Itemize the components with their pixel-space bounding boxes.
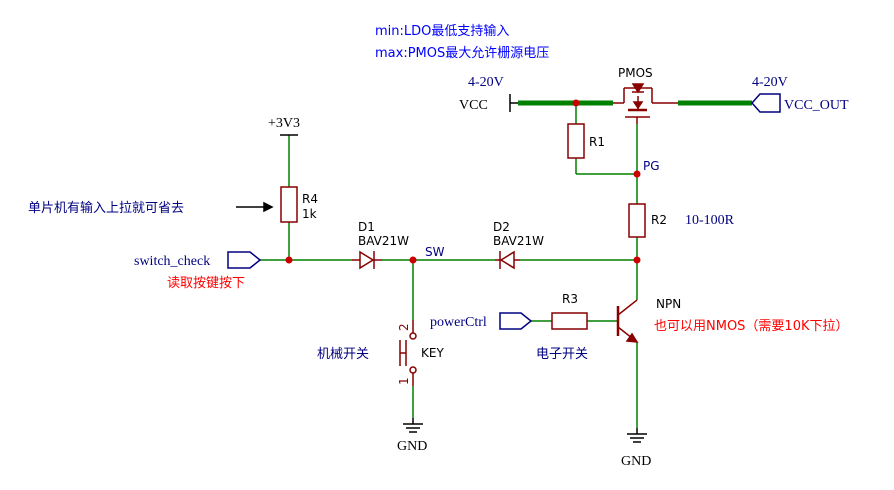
r4-body: [280, 186, 298, 223]
junction-npn-collector: [633, 256, 641, 264]
vcc-out-label: VCC_OUT: [784, 98, 849, 113]
note-min: min:LDO最低支持输入: [375, 23, 509, 39]
sw-net-label: SW: [425, 245, 445, 259]
nmos-alt-note: 也可以用NMOS（需要10K下拉）: [654, 319, 849, 334]
note-max: max:PMOS最大允许栅源电压: [375, 45, 549, 61]
r3-body: [551, 312, 588, 330]
mcu-pullup-note: 单片机有输入上拉就可省去: [28, 200, 184, 216]
vcc-input-symbol: [509, 94, 518, 112]
switch-check-label: switch_check: [134, 254, 210, 269]
r4-value: 1k: [302, 207, 317, 221]
pullup-arrow: [236, 201, 274, 213]
gnd-right-label: GND: [621, 454, 651, 469]
junction-vcc-r1: [572, 99, 580, 107]
ground-left-symbol: [403, 418, 423, 433]
r4-label: R4: [302, 192, 318, 206]
read-key-note: 读取按键按下: [167, 276, 245, 291]
powerctrl-label: powerCtrl: [430, 315, 487, 330]
pmos-label: PMOS: [618, 66, 653, 80]
junction-r4: [285, 256, 293, 264]
elec-switch-note: 电子开关: [536, 347, 588, 362]
d1-label: D1: [358, 220, 375, 234]
powerctrl-port[interactable]: [499, 312, 533, 330]
diode-d1: [352, 250, 382, 270]
junction-sw: [409, 256, 417, 264]
key-pin2: 2: [397, 323, 411, 331]
key-pin1: 1: [397, 377, 411, 385]
switch-check-port[interactable]: [227, 251, 262, 269]
r1-label: R1: [589, 135, 605, 149]
d2-part: BAV21W: [493, 234, 544, 248]
d1-part: BAV21W: [358, 234, 409, 248]
rail-3v3-label: +3V3: [268, 116, 300, 131]
d2-label: D2: [493, 220, 510, 234]
mech-switch-note: 机械开关: [317, 347, 369, 362]
npn-label: NPN: [656, 297, 681, 311]
r2-value: 10-100R: [685, 213, 735, 228]
pmos-transistor: [613, 83, 678, 124]
ground-right-symbol: [627, 428, 647, 443]
r3-label: R3: [562, 292, 578, 306]
r2-label: R2: [651, 213, 667, 227]
junctions: [285, 99, 641, 264]
diode-d2: [495, 250, 520, 270]
npn-transistor: [616, 299, 639, 343]
pg-net-label: PG: [643, 159, 660, 173]
key-label: KEY: [421, 346, 444, 360]
r1-body: [567, 123, 585, 159]
vcc-in-voltage: 4-20V: [468, 75, 504, 90]
gnd-left-label: GND: [397, 439, 427, 454]
key-switch: [399, 320, 417, 386]
vcc-in-label: VCC: [459, 98, 488, 113]
vcc-out-port: [750, 93, 781, 113]
wires: [260, 100, 752, 428]
r2-body: [628, 203, 646, 238]
vcc-out-voltage: 4-20V: [752, 75, 788, 90]
junction-pg: [633, 170, 641, 178]
